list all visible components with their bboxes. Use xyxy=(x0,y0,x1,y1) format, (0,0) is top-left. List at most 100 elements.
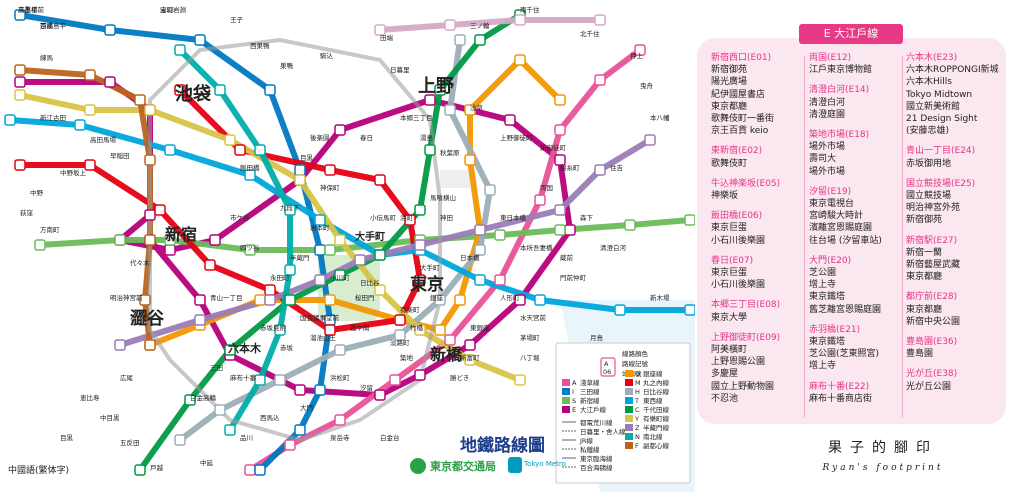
station-heading: 都庁前(E28) xyxy=(906,292,958,303)
legend-swatch xyxy=(625,388,633,395)
attraction-item: 舊芝離宮恩賜庭園 xyxy=(809,304,882,315)
station-marker xyxy=(284,204,296,216)
legend-swatch xyxy=(625,397,633,404)
station-name: 九段下 xyxy=(280,203,300,212)
station-marker xyxy=(534,194,546,206)
station-name: 錦糸町 xyxy=(560,163,580,172)
legend-line-code: E xyxy=(572,406,576,414)
attraction-item: 增上寺 xyxy=(809,361,837,372)
station-marker xyxy=(464,154,476,166)
attraction-item: (安藤忠雄) xyxy=(906,126,950,137)
legend-line-name: 日比谷線 xyxy=(643,387,670,396)
attraction-item: 京王百貨 keio xyxy=(711,126,769,137)
hub-station-label: 大手町 xyxy=(355,230,385,243)
station-name: 広尾 xyxy=(120,373,134,382)
attraction-group: 汐留(E19)東京電視台宮崎駿大時計濱離宮恩賜庭園往台場 (汐留車站) xyxy=(809,186,905,247)
toei-logo xyxy=(410,458,426,474)
attraction-item: 新宿御苑 xyxy=(906,215,943,226)
station-name: 駒込 xyxy=(320,51,334,60)
attraction-item: 上野恩賜公園 xyxy=(711,357,766,368)
language-label: 中國語(繁体字) xyxy=(8,466,70,476)
station-marker xyxy=(464,104,476,116)
station-name: 西高島平 xyxy=(40,21,67,30)
station-name: 三田 xyxy=(210,364,223,372)
station-heading: 新宿駅(E27) xyxy=(906,235,958,246)
station-name: 半蔵門 xyxy=(290,253,310,262)
attraction-item: 宮崎駿大時計 xyxy=(809,211,864,222)
station-marker xyxy=(134,94,146,106)
attraction-item: 國立競技場 xyxy=(906,191,952,202)
station-name: 後楽園 xyxy=(310,133,330,142)
station-name: 有楽町 xyxy=(400,305,420,314)
station-name: 新御徒町 xyxy=(540,143,567,152)
legend-line-name: 三田線 xyxy=(580,387,600,396)
station-marker xyxy=(389,374,401,386)
station-marker xyxy=(334,124,346,136)
attraction-group: 大門(E20)芝公園增上寺東京鐵塔舊芝離宮恩賜庭園 xyxy=(809,255,905,316)
attraction-group: 上野御徒町(E09)阿美橫町上野恩賜公園多慶屋國立上野動物園不忍池 xyxy=(711,332,807,405)
station-marker xyxy=(174,434,186,446)
station-marker xyxy=(114,339,126,351)
station-marker xyxy=(144,154,156,166)
station-marker xyxy=(564,224,576,236)
legend-sample-number: 06 xyxy=(603,368,611,376)
station-marker xyxy=(494,229,506,241)
station-marker xyxy=(174,44,186,56)
station-name: 本所吾妻橋 xyxy=(520,243,553,252)
legend-swatch xyxy=(562,379,570,386)
station-marker xyxy=(14,89,26,101)
station-marker xyxy=(374,249,386,261)
legend-swatch xyxy=(625,406,633,413)
attraction-group: 新宿駅(E27)新宿一蘭新宿藝屋武藏東京都廳 xyxy=(906,235,1002,284)
station-marker xyxy=(474,244,486,256)
station-marker xyxy=(84,104,96,116)
station-name: 西馬込 xyxy=(260,413,280,422)
station-marker xyxy=(424,144,436,156)
legend-line-name: 丸之內線 xyxy=(643,378,670,387)
attraction-item: 芝公園 xyxy=(809,268,837,279)
station-marker xyxy=(414,239,426,251)
attraction-item: 新宿藝屋武藏 xyxy=(906,260,961,271)
station-marker xyxy=(284,439,296,451)
station-name: 大門 xyxy=(300,403,313,412)
station-marker xyxy=(84,69,96,81)
station-name: 二重橋前 xyxy=(18,5,45,14)
attraction-item: 多慶屋 xyxy=(711,369,739,380)
station-name: 本郷三丁目 xyxy=(400,113,433,122)
station-name: 五反田 xyxy=(120,438,140,447)
attraction-item: 六本木Hills xyxy=(906,77,952,88)
station-name: 月島 xyxy=(590,333,604,342)
map-title: 地鐵路線圖 xyxy=(460,436,545,456)
station-name: 赤坂 xyxy=(280,343,294,352)
station-marker xyxy=(394,314,406,326)
station-marker xyxy=(504,114,516,126)
station-marker xyxy=(644,134,656,146)
station-marker xyxy=(244,244,256,256)
station-name: 白金台 xyxy=(380,433,400,442)
station-marker xyxy=(314,214,326,226)
station-marker xyxy=(204,259,216,271)
station-name: 京橋 xyxy=(40,21,54,30)
station-name: 汐留 xyxy=(360,383,373,392)
legend-swatch xyxy=(625,415,633,422)
station-marker xyxy=(224,344,236,356)
station-marker xyxy=(454,34,466,46)
station-name: 築地 xyxy=(400,353,414,362)
station-name: 泉岳寺 xyxy=(330,433,350,442)
station-heading: 清澄白河(E14) xyxy=(809,85,870,96)
station-marker xyxy=(434,294,446,306)
station-name: 水天宮前 xyxy=(520,313,547,322)
station-marker xyxy=(244,169,256,181)
station-name: 明治神宮前 xyxy=(110,293,143,302)
station-heading: 牛込神楽坂(E05) xyxy=(711,178,781,189)
station-name: 日暮里 xyxy=(390,65,410,74)
station-name: 高島平 xyxy=(18,5,38,14)
station-name: 清澄白河 xyxy=(600,243,627,252)
attraction-item: 國立新美術館 xyxy=(906,101,961,112)
station-marker xyxy=(374,174,386,186)
station-name: 飯田橋 xyxy=(240,163,260,172)
station-marker xyxy=(144,209,156,221)
station-name: 両国 xyxy=(540,184,553,192)
station-name: 目黒 xyxy=(60,434,74,442)
station-marker xyxy=(374,24,386,36)
